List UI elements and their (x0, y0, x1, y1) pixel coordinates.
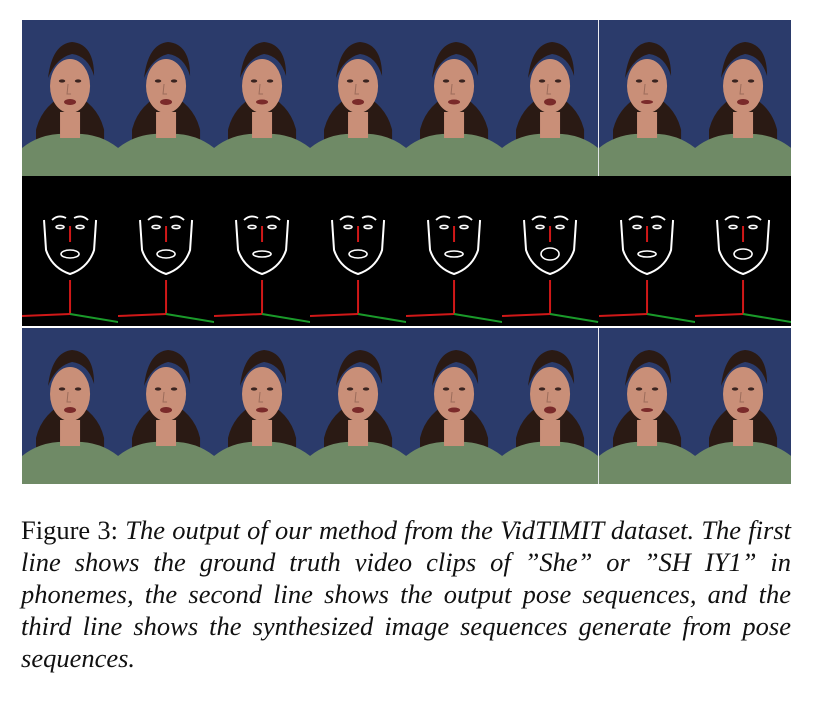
ground-truth-frame (310, 20, 407, 176)
pose-frame (22, 176, 119, 326)
synthesized-row (22, 328, 791, 484)
caption-text: The output of our method from the VidTIM… (21, 515, 791, 673)
pose-frame (214, 176, 311, 326)
figure-caption: Figure 3: The output of our method from … (21, 514, 791, 674)
pose-frame (694, 176, 791, 326)
pose-frame (598, 176, 695, 326)
synthesized-frame (214, 328, 311, 484)
ground-truth-frame (598, 20, 695, 176)
synthesized-frame (406, 328, 503, 484)
synthesized-frame (22, 328, 119, 484)
caption-label: Figure 3: (21, 515, 119, 545)
ground-truth-frame (502, 20, 599, 176)
ground-truth-frame (22, 20, 119, 176)
pose-frame (502, 176, 599, 326)
pose-sequence-row (22, 176, 791, 326)
ground-truth-row (22, 20, 791, 176)
synthesized-frame (694, 328, 791, 484)
synthesized-frame (598, 328, 695, 484)
synthesized-frame (502, 328, 599, 484)
pose-frame (310, 176, 407, 326)
ground-truth-frame (214, 20, 311, 176)
ground-truth-frame (694, 20, 791, 176)
synthesized-frame (310, 328, 407, 484)
ground-truth-frame (118, 20, 215, 176)
ground-truth-frame (406, 20, 503, 176)
pose-frame (118, 176, 215, 326)
synthesized-frame (118, 328, 215, 484)
pose-frame (406, 176, 503, 326)
